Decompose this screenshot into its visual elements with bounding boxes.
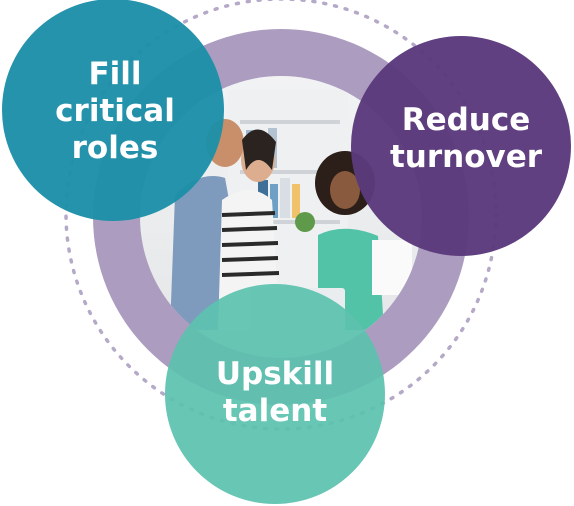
fill-critical-roles-circle	[2, 0, 224, 221]
upskill-talent-circle	[165, 284, 385, 504]
reduce-turnover-label: Reduce turnover	[389, 102, 543, 175]
reduce-turnover-circle	[351, 36, 571, 256]
fill-critical-roles-label: Fill critical roles	[55, 56, 175, 166]
upskill-talent-label: Upskill talent	[215, 356, 335, 429]
